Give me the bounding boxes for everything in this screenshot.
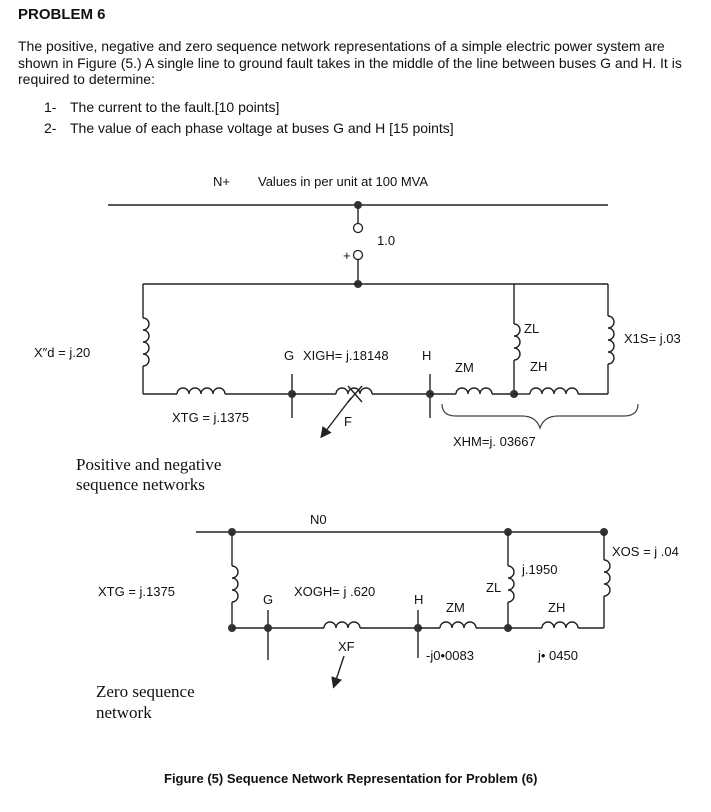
question-2: 2- The value of each phase voltage at bus… — [44, 120, 454, 136]
x1s-label: X1S= j.03 — [624, 331, 681, 346]
z-zm-value: -j0•0083 — [426, 648, 474, 663]
xos-label: XOS = j .04 — [612, 544, 679, 559]
source-voltage-label: 1.0 — [377, 233, 395, 248]
z-zm-inductor — [439, 621, 477, 629]
xd-inductor — [142, 317, 150, 367]
question-1-number: 1- — [44, 99, 57, 115]
question-2-number: 2- — [44, 120, 57, 136]
problem-title: PROBLEM 6 — [18, 6, 106, 23]
positive-sequence-network: N+ Values in per unit at 100 MVA 1.0 + X… — [34, 174, 681, 494]
zh-inductor — [529, 387, 579, 395]
n0-label: N0 — [310, 512, 327, 527]
problem-intro: The positive, negative and zero sequence… — [18, 38, 682, 87]
z-bus-h-label: H — [414, 592, 423, 607]
xhm-label: XHM=j. 03667 — [453, 434, 536, 449]
zm-label: ZM — [455, 360, 474, 375]
xd-label: X″d = j.20 — [34, 345, 90, 360]
bus-g-label: G — [284, 348, 294, 363]
z-xtg-inductor — [231, 565, 239, 603]
xigh-inductor — [335, 387, 373, 395]
values-note: Values in per unit at 100 MVA — [258, 174, 428, 189]
zero-caption-line1: Zero sequence — [96, 682, 195, 701]
fault-label: F — [344, 414, 352, 429]
zh-label: ZH — [530, 359, 547, 374]
zl-inductor — [513, 323, 521, 361]
z-zl-value: j.1950 — [521, 562, 557, 577]
zm-inductor — [455, 387, 493, 395]
source-terminal-bottom — [352, 249, 364, 261]
positive-caption-line2: sequence networks — [76, 475, 205, 494]
xtg-inductor — [176, 387, 226, 395]
xhm-brace — [441, 403, 639, 430]
z-zm-label: ZM — [446, 600, 465, 615]
xigh-label: XIGH= j.18148 — [303, 348, 389, 363]
bus-h-label: H — [422, 348, 431, 363]
question-1: 1- The current to the fault.[10 points] — [44, 99, 279, 115]
z-zl-inductor — [507, 565, 515, 603]
n-plus-label: N+ — [213, 174, 230, 189]
z-fault-label: XF — [338, 639, 355, 654]
z-bus-g-label: G — [263, 592, 273, 607]
xogh-inductor — [323, 621, 361, 629]
x1s-inductor — [607, 315, 615, 365]
xogh-label: XOGH= j .620 — [294, 584, 375, 599]
question-1-text: The current to the fault.[10 points] — [70, 99, 280, 115]
z-bus-g-node — [264, 624, 272, 632]
z-fault-arrow — [331, 655, 345, 689]
source-terminal-top — [352, 222, 364, 234]
fault-arrow — [320, 397, 352, 439]
question-2-text: The value of each phase voltage at buses… — [70, 120, 454, 136]
figure-caption: Figure (5) Sequence Network Representati… — [164, 771, 537, 786]
zl-label: ZL — [524, 321, 539, 336]
zero-caption-line2: network — [96, 703, 152, 722]
zero-sequence-network: N0 XTG = j.1375 G XOGH= j .620 XF H — [96, 512, 679, 722]
z-xtg-label: XTG = j.1375 — [98, 584, 175, 599]
xos-inductor — [603, 559, 611, 597]
z-zh-label: ZH — [548, 600, 565, 615]
xtg-label: XTG = j.1375 — [172, 410, 249, 425]
z-zl-label: ZL — [486, 580, 501, 595]
z-zh-inductor — [541, 621, 579, 629]
source-plus-sign: + — [343, 248, 351, 263]
positive-caption-line1: Positive and negative — [76, 455, 221, 474]
z-zh-value: j• 0450 — [537, 648, 578, 663]
